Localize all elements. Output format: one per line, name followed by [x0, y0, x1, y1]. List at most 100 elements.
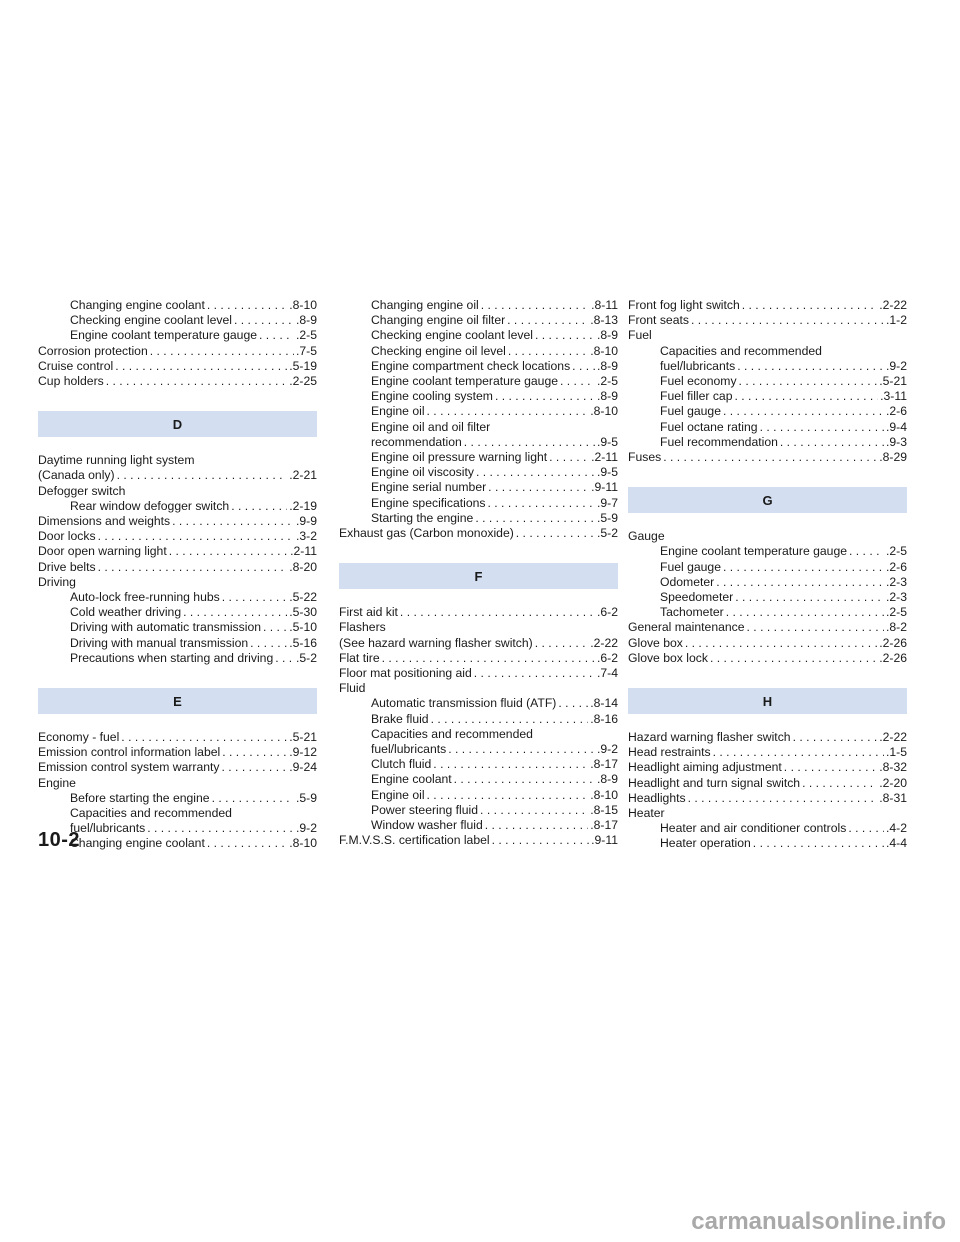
- dot-leader: [106, 374, 288, 389]
- entry-label: Dimensions and weights: [38, 514, 171, 529]
- section-header-f: F: [339, 563, 618, 590]
- entry-label: Fluid: [339, 681, 366, 696]
- entry-page-ref: .5-10: [289, 620, 317, 635]
- entry-label: Brake fluid: [371, 711, 429, 726]
- entry-label: Fuel filler cap: [660, 389, 733, 404]
- index-subentry: Precautions when starting and driving.5-…: [38, 651, 317, 666]
- entry-page-ref: .2-19: [289, 498, 317, 513]
- dot-leader: [710, 651, 877, 666]
- entry-label: Odometer: [660, 574, 715, 589]
- entry-page-ref: .8-9: [596, 328, 618, 343]
- entry-label: Driving: [38, 574, 76, 589]
- entry-label: Tachometer: [660, 605, 724, 620]
- section-header-d: D: [38, 411, 317, 438]
- entry-page-ref: .9-2: [885, 358, 907, 373]
- dot-leader: [147, 821, 294, 836]
- index-subentry: Changing engine coolant.8-10: [38, 298, 317, 313]
- index-subentry: Automatic transmission fluid (ATF).8-14: [339, 696, 618, 711]
- entry-page-ref: .9-3: [885, 434, 907, 449]
- dot-leader: [431, 712, 589, 727]
- section-header-g: G: [628, 487, 907, 514]
- index-entry: Glove box.2-26: [628, 636, 907, 651]
- entry-label: Auto-lock free-running hubs: [70, 590, 220, 605]
- dot-leader: [172, 514, 294, 529]
- entry-label: Engine oil: [371, 404, 425, 419]
- index-subentry: Engine coolant temperature gauge.2-5: [628, 544, 907, 559]
- index-subentry: Capacities and recommended: [38, 806, 317, 821]
- dot-leader: [212, 791, 294, 806]
- dot-leader: [780, 435, 884, 450]
- entry-page-ref: .4-4: [885, 836, 907, 851]
- entry-page-ref: .8-14: [590, 696, 618, 711]
- entry-page-ref: .9-5: [596, 465, 618, 480]
- dot-leader: [495, 389, 595, 404]
- section-letter: F: [474, 568, 483, 584]
- dot-leader: [492, 833, 590, 848]
- dot-leader: [516, 526, 595, 541]
- dot-leader: [488, 496, 595, 511]
- entry-label: Before starting the engine: [70, 790, 210, 805]
- index-subentry: fuel/lubricants .9-2: [628, 359, 907, 374]
- index-entry: Door locks.3-2: [38, 529, 317, 544]
- index-entry: Fuses.8-29: [628, 450, 907, 465]
- entry-label: Fuses: [628, 450, 662, 465]
- section-header-e: E: [38, 688, 317, 715]
- entry-label: fuel/lubricants: [660, 358, 736, 373]
- entry-label: Cup holders: [38, 374, 104, 389]
- entry-label: Engine cooling system: [371, 389, 493, 404]
- entry-page-ref: .5-30: [289, 605, 317, 620]
- entry-label: (See hazard warning flasher switch): [339, 635, 533, 650]
- index-entry: Glove box lock.2-26: [628, 651, 907, 666]
- entry-page-ref: .6-2: [596, 650, 618, 665]
- dot-leader: [476, 465, 595, 480]
- entry-page-ref: .8-9: [295, 313, 317, 328]
- dot-leader: [488, 480, 589, 495]
- entry-label: recommendation: [371, 434, 462, 449]
- entry-page-ref: .3-2: [295, 529, 317, 544]
- index-subentry: Checking engine coolant level.8-9: [38, 313, 317, 328]
- dot-leader: [464, 435, 595, 450]
- index-subentry: Fuel recommendation .9-3: [628, 435, 907, 450]
- dot-leader: [222, 590, 287, 605]
- index-group: Daytime running light system(Canada only…: [38, 453, 317, 666]
- dot-leader: [448, 742, 595, 757]
- entry-page-ref: .2-25: [289, 374, 317, 389]
- entry-label: Engine oil pressure warning light: [371, 450, 548, 465]
- index-entry: Cup holders .2-25: [38, 374, 317, 389]
- entry-page-ref: .9-7: [596, 495, 618, 510]
- entry-label: Daytime running light system: [38, 453, 195, 468]
- entry-label: Front fog light switch: [628, 298, 740, 312]
- entry-label: Capacities and recommended: [660, 343, 822, 358]
- entry-page-ref: .5-9: [295, 790, 317, 805]
- dot-leader: [231, 499, 287, 514]
- index-entry: Heater: [628, 806, 907, 821]
- entry-page-ref: .9-2: [596, 742, 618, 757]
- dot-leader: [760, 420, 884, 435]
- entry-label: (Canada only): [38, 468, 115, 483]
- entry-page-ref: .9-5: [596, 434, 618, 449]
- index-subentry: Driving with automatic transmission.5-10: [38, 620, 317, 635]
- entry-page-ref: .9-11: [591, 480, 618, 495]
- dot-leader: [753, 836, 884, 851]
- index-subentry: Before starting the engine .5-9: [38, 791, 317, 806]
- entry-page-ref: .8-2: [885, 620, 907, 635]
- entry-label: Engine oil: [371, 787, 425, 802]
- index-subentry: Fuel gauge.2-6: [628, 404, 907, 419]
- index-entry: Flat tire.6-2: [339, 651, 618, 666]
- dot-leader: [427, 788, 589, 803]
- index-subentry: Engine coolant temperature gauge.2-5: [38, 328, 317, 343]
- index-entry: Floor mat positioning aid.7-4: [339, 666, 618, 681]
- entry-label: Speedometer: [660, 590, 734, 605]
- index-subentry: Engine cooling system.8-9: [339, 389, 618, 404]
- entry-label: Glove box: [628, 635, 683, 650]
- dot-leader: [250, 636, 287, 651]
- entry-label: Door open warning light: [38, 544, 167, 559]
- section-letter: D: [172, 416, 183, 432]
- entry-page-ref: .9-24: [289, 760, 317, 775]
- entry-label: Fuel recommendation: [660, 434, 778, 449]
- index-subentry: Tachometer.2-5: [628, 605, 907, 620]
- entry-page-ref: .9-9: [295, 514, 317, 529]
- entry-page-ref: .2-11: [591, 450, 618, 465]
